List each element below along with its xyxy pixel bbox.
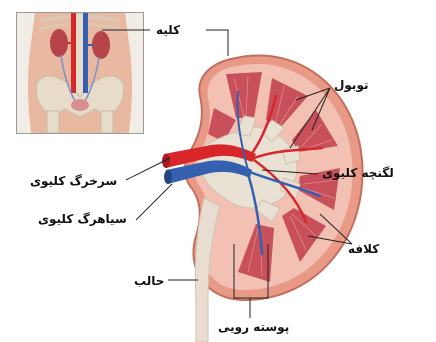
label-tubules: توبول xyxy=(334,78,368,92)
label-renal-artery: سرخرگ کلیوی xyxy=(30,174,117,188)
label-glomerulus: کلافه xyxy=(348,242,379,256)
label-cortex: پوسته رویی xyxy=(218,320,289,334)
label-renal-pelvis: لگنچه کلیوی xyxy=(322,166,394,180)
label-renal-vein: سیاهرگ کلیوی xyxy=(38,212,127,226)
label-ureter: حالب xyxy=(134,274,164,288)
label-kidney: کلیه xyxy=(156,23,180,37)
